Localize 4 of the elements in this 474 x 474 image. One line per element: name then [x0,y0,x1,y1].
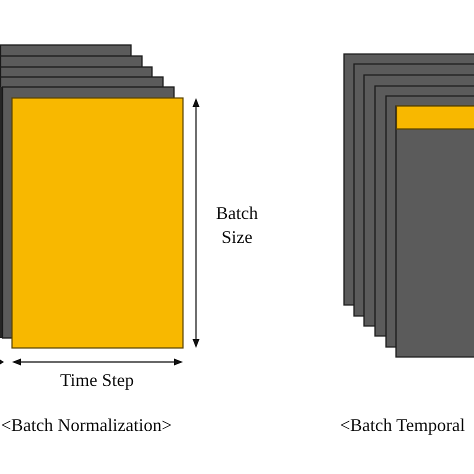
panel-caption: <Batch Normalization> [1,414,172,437]
dimension-label: Batch Size [215,202,259,249]
dimension-label: Time Step [59,369,135,392]
panel-caption: <Batch Temporal [340,414,466,437]
